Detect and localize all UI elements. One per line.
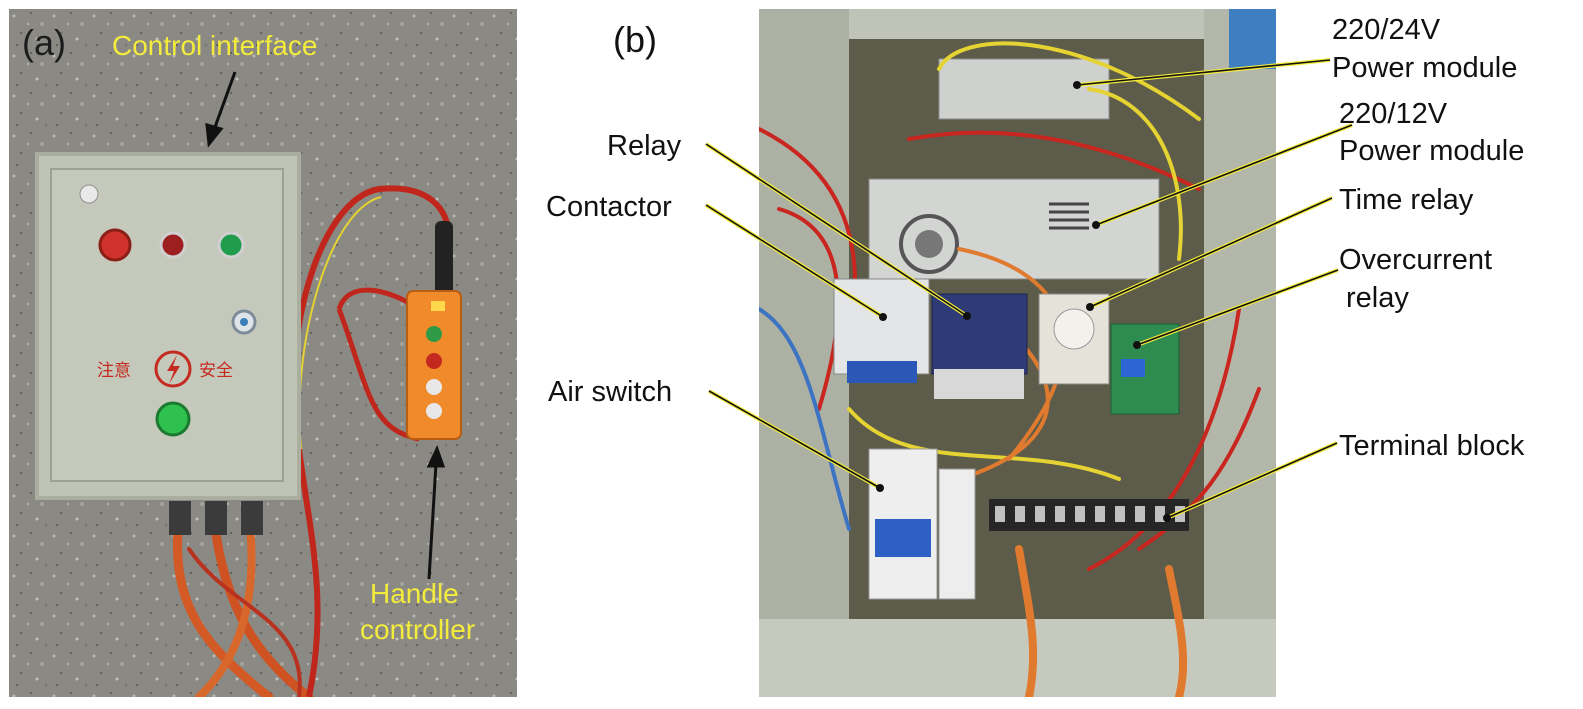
relay: [931, 293, 1028, 375]
power-module-12v: [868, 178, 1160, 280]
photo-b: [759, 9, 1276, 697]
contactor-label: Contactor: [546, 191, 672, 223]
lightning-icon: [154, 350, 192, 388]
air-switch-label: Air switch: [548, 376, 673, 408]
warning-text-2: 安全: [199, 361, 233, 381]
control-interface-label: Control interface: [112, 30, 317, 61]
power12-label-1: 220/12V: [1339, 98, 1448, 130]
arrow-handle-controller: [426, 445, 446, 580]
red-mushroom-button: [98, 228, 132, 262]
green-indicator: [217, 231, 245, 259]
handle-controller-label-1: Handle: [370, 578, 459, 609]
power-module-24v: [938, 58, 1110, 120]
control-box: 注意 安全: [35, 152, 301, 500]
terminal-block-label: Terminal block: [1339, 430, 1525, 462]
panel-a-label: (a): [22, 22, 66, 63]
overcurrent-label-2: relay: [1346, 282, 1409, 314]
large-green-button: [155, 401, 191, 437]
time-relay-label: Time relay: [1339, 184, 1474, 216]
photo-a: 注意 安全 (a) Control interface Handle contr…: [9, 9, 517, 697]
red-indicator: [159, 231, 187, 259]
overcurrent-label-1: Overcurrent: [1339, 244, 1493, 276]
handle-controller-label-2: controller: [360, 614, 475, 645]
power24-label-1: 220/24V: [1332, 14, 1441, 46]
panel-b-label: (b): [613, 19, 657, 60]
brand-label: [79, 184, 99, 204]
power12-label-2: Power module: [1339, 135, 1525, 167]
box-cables: [173, 514, 314, 697]
warning-text-1: 注意: [97, 361, 131, 381]
power24-label-2: Power module: [1332, 52, 1518, 84]
cable-glands: [169, 501, 263, 535]
relay-label: Relay: [607, 130, 682, 162]
handle-controller: [406, 221, 462, 440]
arrow-control-interface: [205, 71, 237, 148]
